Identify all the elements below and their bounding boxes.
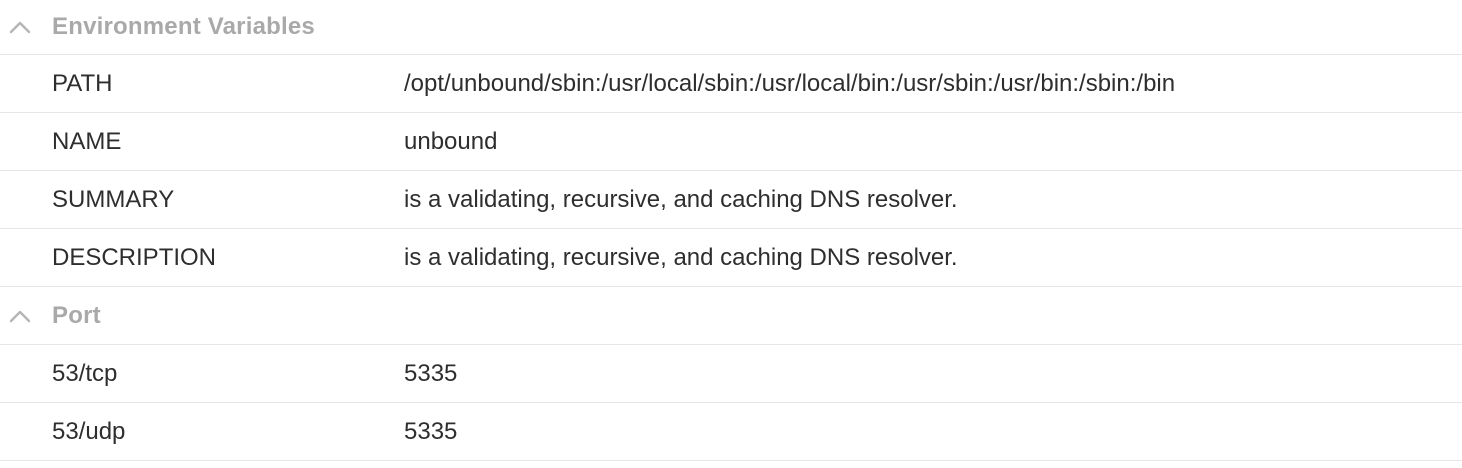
table-row-name: NAME unbound (0, 113, 1462, 171)
env-value: /opt/unbound/sbin:/usr/local/sbin:/usr/l… (404, 69, 1176, 97)
env-value: is a validating, recursive, and caching … (404, 185, 958, 213)
table-row-description: DESCRIPTION is a validating, recursive, … (0, 229, 1462, 287)
env-key: DESCRIPTION (52, 243, 217, 271)
env-key: SUMMARY (52, 185, 175, 213)
env-key: NAME (52, 127, 122, 155)
section-header-port[interactable]: Port (0, 287, 1462, 345)
table-row-summary: SUMMARY is a validating, recursive, and … (0, 171, 1462, 229)
port-value: 5335 (404, 417, 458, 445)
section-title: Port (52, 301, 101, 329)
port-value: 5335 (404, 359, 458, 387)
chevron-up-icon[interactable] (0, 309, 52, 323)
chevron-up-icon[interactable] (0, 20, 52, 34)
section-header-environment-variables[interactable]: Environment Variables (0, 0, 1462, 55)
port-key: 53/tcp (52, 359, 118, 387)
table-row-port-udp: 53/udp 5335 (0, 403, 1462, 461)
table-row-path: PATH /opt/unbound/sbin:/usr/local/sbin:/… (0, 55, 1462, 113)
env-key: PATH (52, 69, 113, 97)
section-title: Environment Variables (52, 13, 315, 40)
port-key: 53/udp (52, 417, 126, 445)
table-row-port-tcp: 53/tcp 5335 (0, 345, 1462, 403)
env-value: is a validating, recursive, and caching … (404, 243, 958, 271)
env-value: unbound (404, 127, 498, 155)
